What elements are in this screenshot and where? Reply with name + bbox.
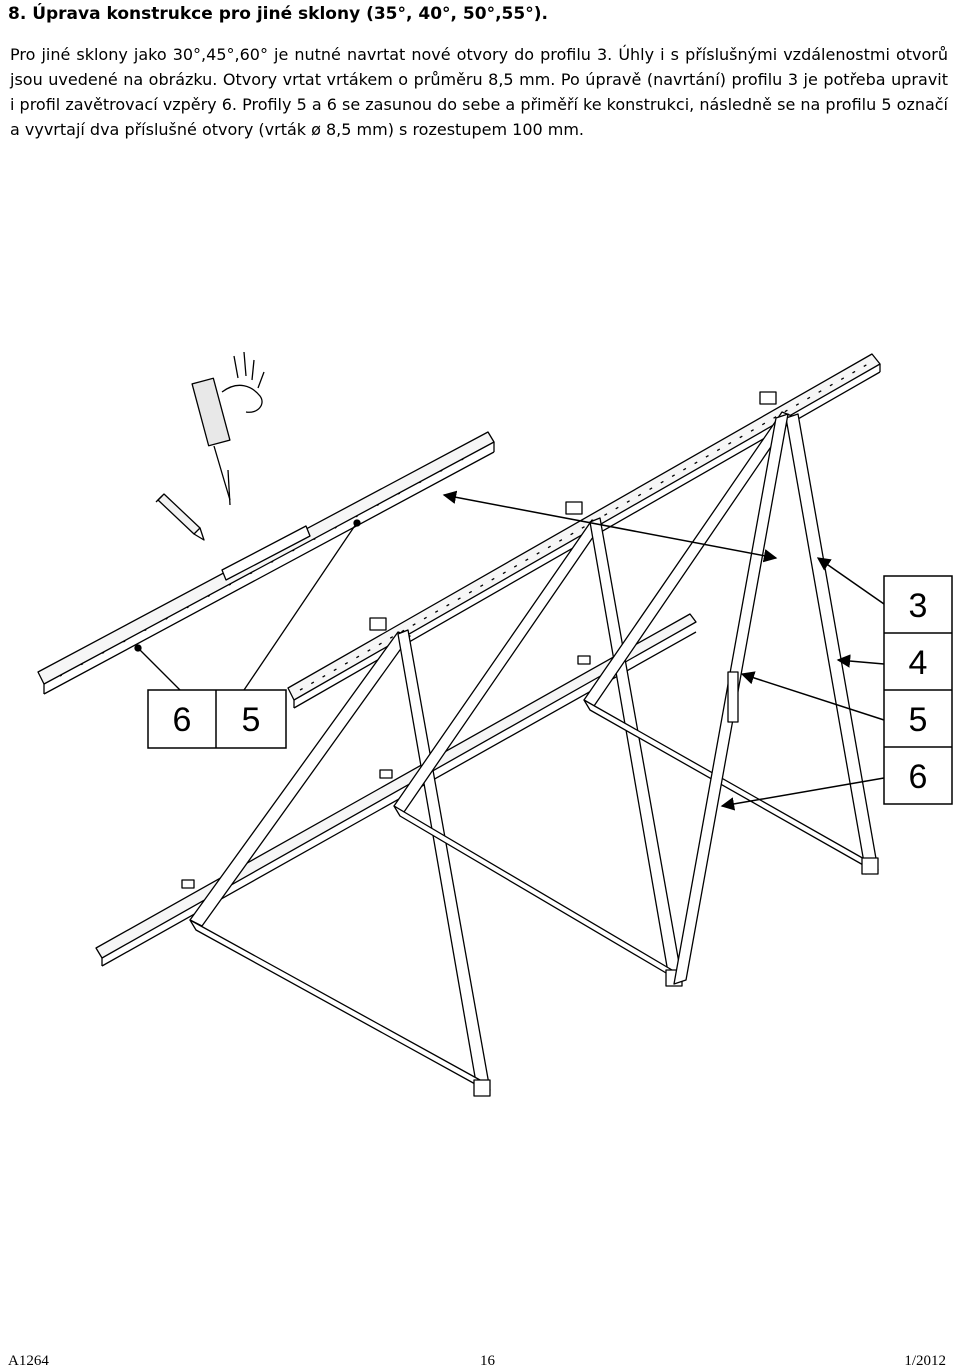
arrow-profile-3 xyxy=(442,490,778,563)
leader-line-5 xyxy=(243,523,357,691)
label-6-right: 6 xyxy=(909,758,928,796)
arrow-profile-3-right xyxy=(816,557,885,605)
a-frame-middle xyxy=(393,517,683,987)
label-6-left: 6 xyxy=(173,701,192,739)
arrow-profile-4 xyxy=(836,654,885,668)
arrow-profile-6 xyxy=(720,777,885,811)
pencil-icon xyxy=(155,493,205,541)
a-frame-left xyxy=(189,629,491,1097)
label-3: 3 xyxy=(909,587,928,625)
instruction-paragraph: Pro jiné sklony jako 30°,45°,60° je nutn… xyxy=(10,45,948,139)
page-number: 16 xyxy=(480,1353,495,1369)
label-5-left: 5 xyxy=(242,701,261,739)
document-code: A1264 xyxy=(8,1353,49,1369)
drill-icon xyxy=(191,351,265,506)
leader-line-6 xyxy=(139,649,181,691)
label-4: 4 xyxy=(909,644,928,682)
bottom-rail xyxy=(95,613,697,967)
issue-date: 1/2012 xyxy=(904,1353,946,1369)
right-label-box: 3 4 5 6 xyxy=(883,575,953,805)
loose-profile-rail xyxy=(37,431,495,695)
arrow-profile-5 xyxy=(740,671,885,721)
label-5-right: 5 xyxy=(909,701,928,739)
section-heading: 8. Úprava konstrukce pro jiné sklony (35… xyxy=(8,4,548,24)
left-label-box: 6 5 xyxy=(147,689,287,749)
